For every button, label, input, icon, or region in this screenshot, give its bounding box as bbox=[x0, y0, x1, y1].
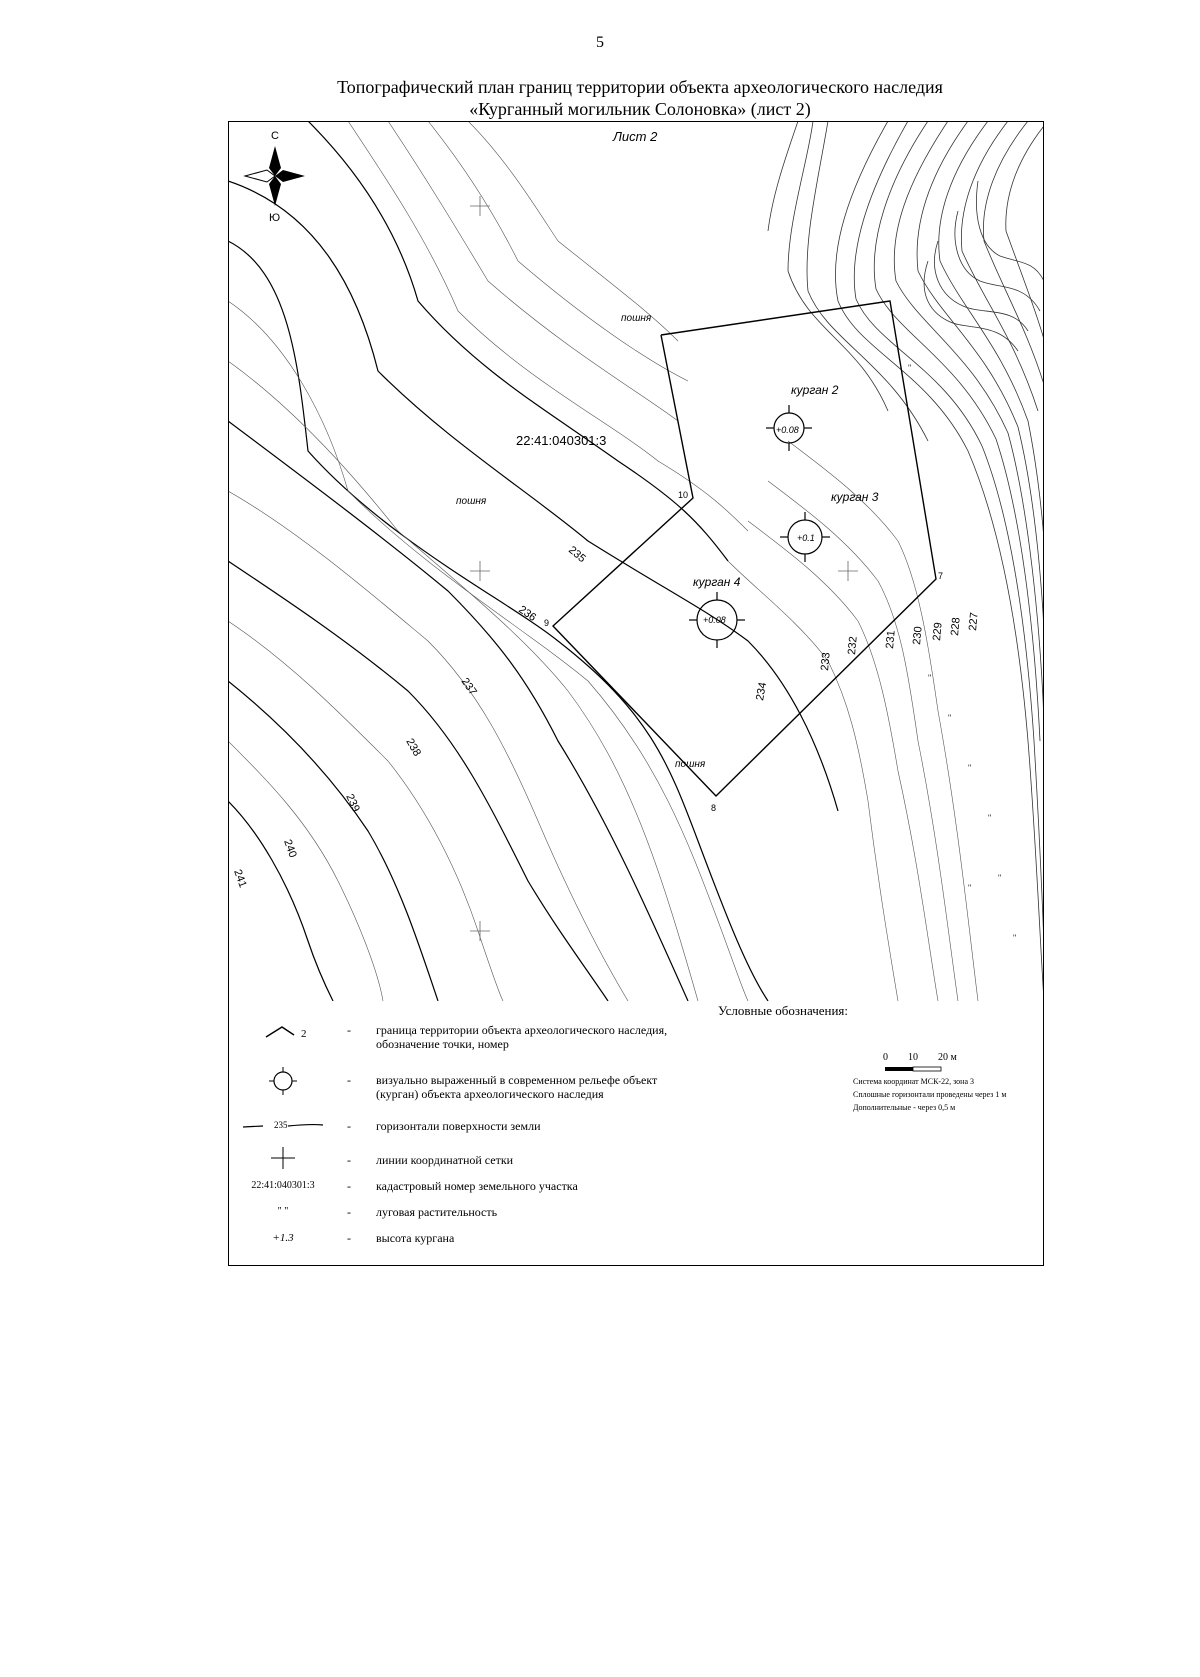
page-title: Топографический план границ территории о… bbox=[0, 76, 1200, 120]
mound-2-height: +0.08 bbox=[776, 425, 799, 435]
contour-label-230: 230 bbox=[911, 626, 925, 645]
svg-text:": " bbox=[1013, 933, 1016, 943]
legend-dash: - bbox=[347, 1073, 351, 1087]
field-label-1: пошня bbox=[621, 313, 652, 324]
field-label-3: пошня bbox=[675, 759, 706, 770]
meadow-symbols: " " " " " " " " bbox=[908, 363, 1016, 943]
map-frame bbox=[228, 121, 1044, 1266]
heritage-boundary bbox=[551, 300, 937, 797]
legend-dash: - bbox=[347, 1153, 351, 1167]
legend-text-grid: линии координатной сетки bbox=[376, 1153, 514, 1167]
contour-label-234: 234 bbox=[754, 681, 769, 701]
scale-block: 0 10 20 м Система координат МСК-22, зона… bbox=[853, 1051, 1043, 1114]
grid-cross-icon bbox=[238, 1145, 328, 1174]
main-contours bbox=[228, 121, 839, 1001]
legend-text-meadow: луговая растительность bbox=[376, 1205, 498, 1219]
svg-text:": " bbox=[998, 873, 1001, 883]
contour-label-233: 233 bbox=[819, 652, 833, 671]
contour-label-227: 227 bbox=[967, 612, 981, 631]
legend-text-cadastral: кадастровый номер земельного участка bbox=[376, 1179, 578, 1193]
contour-label-241: 241 bbox=[231, 868, 249, 889]
mound-3-height: +0.1 bbox=[797, 533, 815, 543]
scale-tick-0: 0 bbox=[883, 1052, 888, 1063]
compass-south-label: Ю bbox=[269, 212, 280, 224]
contour-interval-note: Сплошные горизонтали проведены через 1 м bbox=[853, 1090, 1007, 1099]
compass-north-label: С bbox=[271, 130, 279, 142]
contour-label-229: 229 bbox=[931, 622, 945, 641]
scale-tick-10: 10 bbox=[908, 1052, 918, 1063]
scale-numbers: 0 10 20 м bbox=[853, 1051, 1043, 1063]
legend-text-mound: визуально выраженный в современном релье… bbox=[376, 1073, 658, 1101]
legend-dash: - bbox=[347, 1231, 351, 1245]
boundary-point-8: 8 bbox=[711, 803, 716, 813]
boundary-point-10: 10 bbox=[678, 490, 688, 500]
boundary-point-9: 9 bbox=[544, 618, 549, 628]
cadastral-symbol: 22:41:040301:3 bbox=[251, 1180, 315, 1191]
scale-bar bbox=[853, 1063, 1043, 1072]
mound-icon bbox=[238, 1065, 328, 1100]
contour-label-228: 228 bbox=[949, 617, 963, 636]
contour-label-232: 232 bbox=[846, 636, 860, 655]
secondary-contours bbox=[228, 121, 979, 1001]
mound-symbols bbox=[689, 405, 830, 648]
mound-3-label: курган 3 bbox=[831, 490, 879, 504]
svg-text:": " bbox=[988, 813, 991, 823]
legend-title: Условные обозначения: bbox=[717, 1003, 849, 1018]
additional-contours-note: Дополнительные - через 0,5 м bbox=[853, 1103, 956, 1112]
svg-text:": " bbox=[968, 883, 971, 893]
title-line-1: Топографический план границ территории о… bbox=[337, 77, 943, 97]
page-number: 5 bbox=[596, 34, 604, 51]
height-symbol: +1.3 bbox=[272, 1232, 294, 1244]
svg-text:": " bbox=[928, 673, 931, 683]
field-label-2: пошня bbox=[456, 496, 487, 507]
topographic-map: С Ю Лист 2 22:41:040301:3 пошня пошня по… bbox=[228, 121, 1044, 1001]
boundary-symbol: 2 bbox=[238, 1017, 328, 1046]
mound-4-height: +0.08 bbox=[703, 615, 726, 625]
meadow-symbol: " " bbox=[277, 1206, 289, 1217]
legend-dash: - bbox=[347, 1205, 351, 1219]
contour-label-240: 240 bbox=[281, 838, 299, 859]
contour-symbol: 235 bbox=[238, 1119, 328, 1136]
legend: Условные обозначения: 2 - граница террит… bbox=[228, 993, 1044, 1266]
cliff-contours bbox=[767, 121, 1044, 1001]
legend-dash: - bbox=[347, 1119, 351, 1133]
boundary-symbol-label: 2 bbox=[301, 1028, 307, 1040]
contour-labels: 227 228 229 230 231 232 233 234 235 236 … bbox=[231, 544, 980, 889]
svg-text:": " bbox=[968, 763, 971, 773]
coord-system-note: Система координат МСК-22, зона 3 bbox=[853, 1077, 975, 1086]
boundary-point-7: 7 bbox=[938, 571, 943, 581]
legend-text-contour: горизонтали поверхности земли bbox=[376, 1119, 541, 1133]
contour-label-231: 231 bbox=[884, 630, 898, 649]
sheet-label: Лист 2 bbox=[612, 129, 658, 144]
mound-2-label: курган 2 bbox=[791, 383, 839, 397]
cadastral-number-label: 22:41:040301:3 bbox=[516, 433, 606, 448]
compass-rose bbox=[243, 146, 305, 206]
coordinate-grid-crosses bbox=[470, 196, 858, 941]
legend-dash: - bbox=[347, 1023, 351, 1037]
contour-symbol-label: 235 bbox=[274, 1120, 288, 1130]
legend-text-height: высота кургана bbox=[376, 1231, 455, 1245]
svg-text:": " bbox=[908, 363, 911, 373]
mound-4-label: курган 4 bbox=[693, 575, 741, 589]
svg-text:": " bbox=[948, 713, 951, 723]
legend-dash: - bbox=[347, 1179, 351, 1193]
title-line-2: «Курганный могильник Солоновка» (лист 2) bbox=[469, 99, 811, 119]
scale-tick-20: 20 м bbox=[938, 1052, 957, 1063]
legend-text-boundary: граница территории объекта археологическ… bbox=[376, 1023, 668, 1051]
